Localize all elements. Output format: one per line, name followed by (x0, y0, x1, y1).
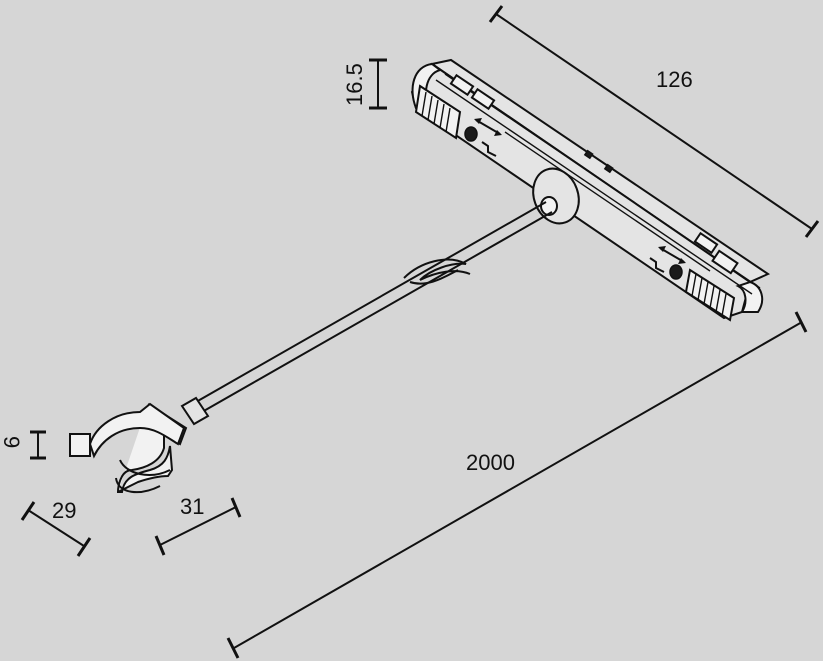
dimension-31-label: 31 (180, 494, 204, 519)
suspension-cable (195, 201, 553, 413)
clip-end-tab (69, 433, 91, 457)
connector-right-end (735, 280, 764, 313)
contact-tab-left-2 (470, 87, 496, 111)
dimension-16-5-label: 16.5 (342, 63, 367, 106)
contact-tab-left-1 (449, 73, 475, 97)
track-connector (410, 58, 771, 322)
plug-symbol-icon (464, 126, 497, 157)
dimension-126-label: 126 (656, 67, 693, 92)
cable-end-fitting (180, 396, 210, 426)
dimension-9: 9 (0, 430, 46, 460)
dimension-2000-label: 2000 (466, 450, 515, 475)
contact-tab-right-1 (693, 231, 719, 255)
right-ribbed-clip (684, 268, 736, 322)
dimension-16-5: 16.5 (342, 58, 387, 110)
left-ribbed-clip (414, 84, 462, 140)
dimension-29: 29 (20, 498, 92, 557)
dimension-126: 126 (488, 5, 820, 238)
dimension-29-label: 29 (52, 498, 76, 523)
clip-bracket (69, 402, 188, 494)
dimension-9-label: 9 (0, 436, 24, 448)
double-arrow-icon (658, 246, 686, 264)
plug-symbol-icon (649, 257, 683, 280)
dimension-2000: 2000 (226, 311, 808, 659)
dimension-31: 31 (154, 494, 242, 556)
double-arrow-icon (474, 118, 502, 136)
clip-upper-band (88, 402, 186, 459)
contact-tab-right-2 (711, 249, 739, 275)
